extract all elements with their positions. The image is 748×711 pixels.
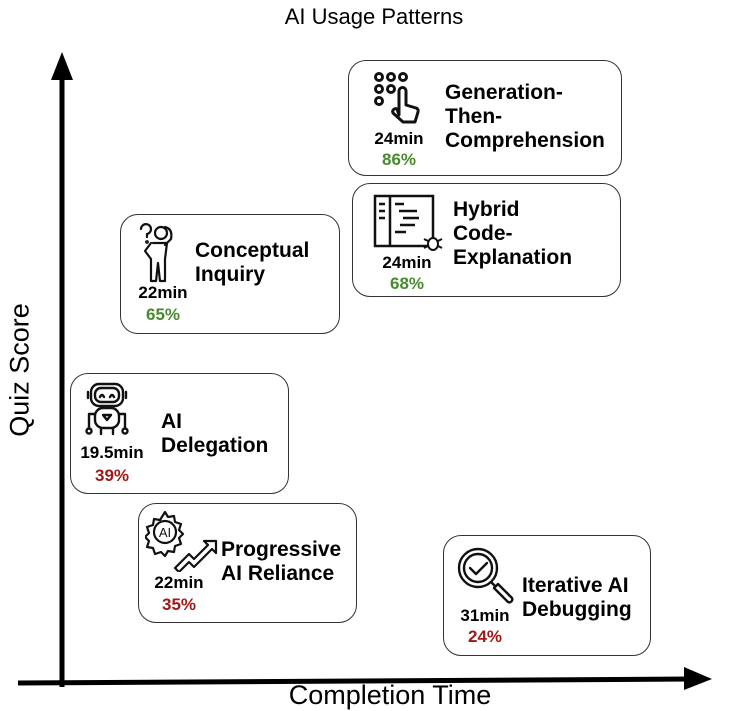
- label-line: Iterative AI: [522, 574, 629, 597]
- quiz-score: 68%: [389, 274, 425, 293]
- label-line: Code-: [453, 222, 513, 245]
- label-line: Debugging: [522, 598, 632, 621]
- label-line: Explanation: [453, 246, 573, 269]
- label-line: Progressive: [221, 538, 342, 561]
- x-axis-label: Completion Time: [288, 680, 492, 710]
- pattern-card-iterative-ai-debugging: 31min 24% Iterative AI Debugging: [443, 535, 651, 656]
- label-line: Conceptual: [195, 239, 310, 262]
- completion-time: 22min: [154, 573, 204, 592]
- pattern-label: Conceptual Inquiry: [195, 239, 309, 287]
- magnifier-check-icon: [457, 547, 514, 604]
- y-axis-label: Quiz Score: [4, 303, 35, 437]
- pattern-label: Generation- Then- Comprehension: [445, 81, 605, 153]
- quiz-score: 39%: [94, 466, 130, 485]
- quiz-score: 86%: [381, 150, 417, 169]
- pattern-label: AI Delegation: [161, 410, 268, 458]
- svg-text:AI: AI: [159, 525, 171, 540]
- label-line: Then-: [445, 105, 503, 128]
- completion-time: 24min: [374, 129, 424, 148]
- pattern-card-ai-delegation: 19.5min 39% AI Delegation: [70, 373, 289, 494]
- quiz-score: 65%: [145, 305, 181, 324]
- quiz-score: 35%: [161, 595, 197, 614]
- thinking-person-icon: [139, 223, 173, 283]
- label-line: Comprehension: [445, 129, 605, 152]
- hand-tap-keypad-icon: [374, 72, 420, 124]
- y-axis-arrowhead: [51, 52, 73, 80]
- completion-time: 31min: [460, 606, 510, 625]
- ai-gear-trend-icon: AI: [145, 510, 218, 572]
- pattern-label: Iterative AI Debugging: [522, 574, 632, 622]
- quiz-score: 24%: [467, 627, 503, 646]
- pattern-card-conceptual-inquiry: 22min 65% Conceptual Inquiry: [120, 214, 340, 334]
- pattern-card-generation-then-comprehension: 24min 86% Generation- Then- Comprehensio…: [348, 60, 622, 176]
- label-line: Generation-: [445, 81, 563, 104]
- code-document-bug-icon: [373, 194, 443, 251]
- pattern-label: Progressive AI Reliance: [221, 538, 341, 586]
- robot-icon: [85, 382, 129, 436]
- pattern-label: Hybrid Code- Explanation: [453, 198, 572, 270]
- label-line: AI: [161, 410, 182, 433]
- label-line: Delegation: [161, 434, 269, 457]
- x-axis-line: [17, 676, 691, 686]
- completion-time: 24min: [382, 253, 432, 272]
- pattern-card-progressive-ai-reliance: AI 22min 35% Progressive AI Reliance: [138, 503, 357, 623]
- label-line: Inquiry: [195, 263, 266, 286]
- x-axis-arrowhead: [684, 667, 712, 690]
- diagram-title: AI Usage Patterns: [284, 4, 464, 29]
- label-line: AI Reliance: [221, 562, 335, 585]
- pattern-card-hybrid-code-explanation: 24min 68% Hybrid Code- Explanation: [352, 183, 621, 297]
- completion-time: 19.5min: [80, 443, 144, 462]
- label-line: Hybrid: [453, 198, 520, 221]
- completion-time: 22min: [138, 283, 188, 302]
